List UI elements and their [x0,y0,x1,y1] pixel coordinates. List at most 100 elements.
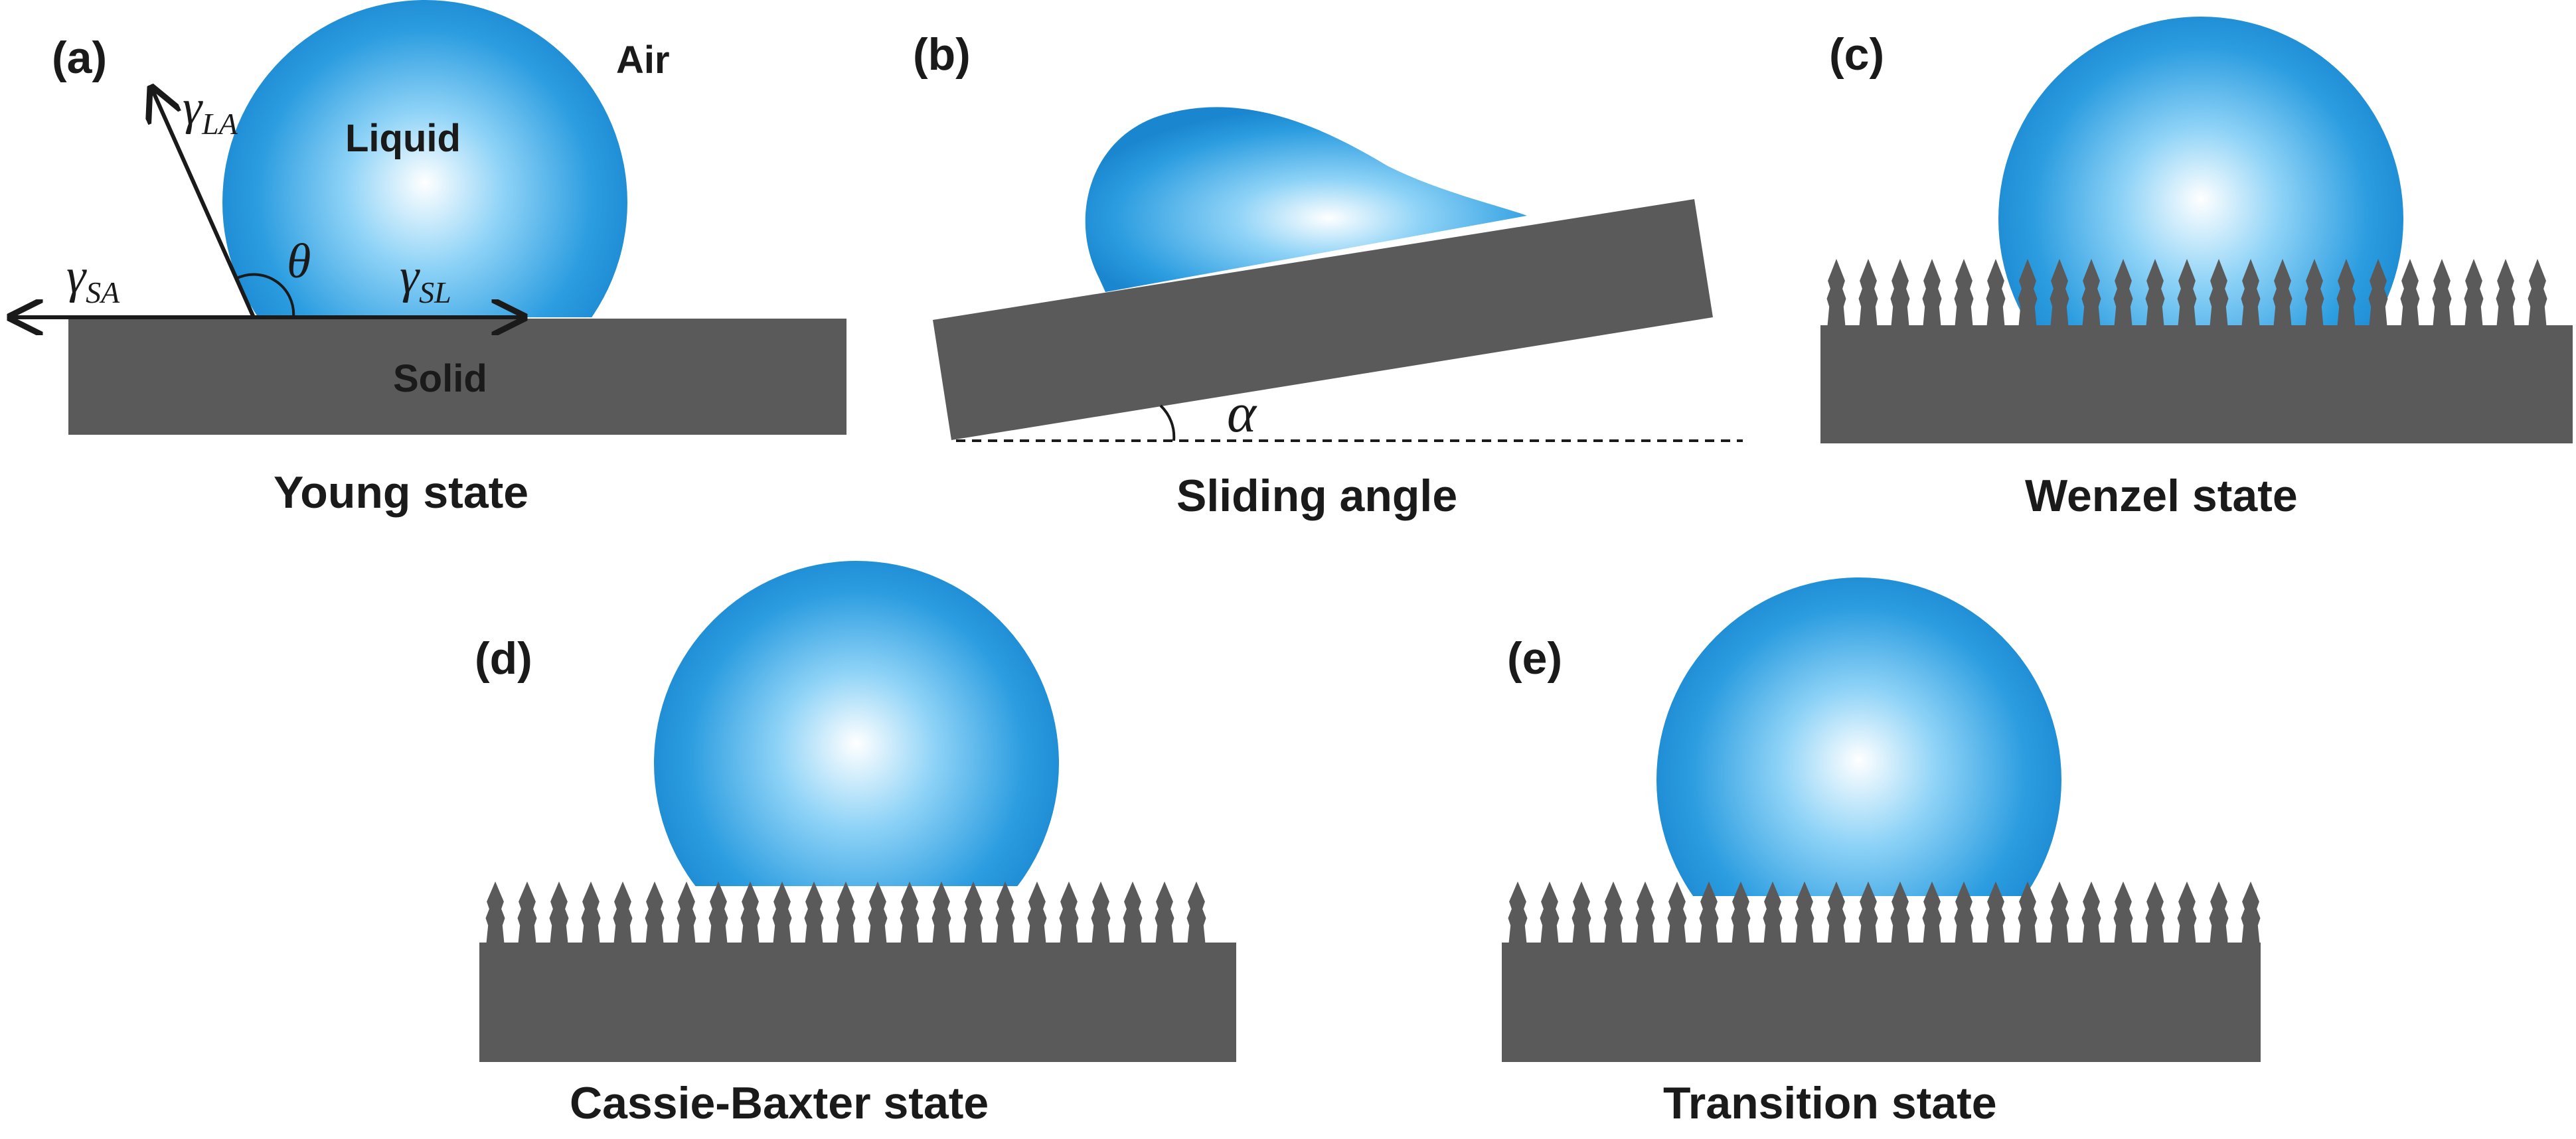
wenzel-droplet [1998,17,2403,325]
panel-d-caption: Cassie-Baxter state [570,1078,989,1128]
substrate-pillar [2050,259,2069,325]
substrate-pillar [1155,881,1174,943]
panel-b: (b) α Sliding angle [913,29,1743,521]
substrate-pillar [2336,259,2356,325]
substrate-pillar [2432,259,2452,325]
substrate-pillar [1954,259,1974,325]
substrate-pillar [2113,881,2133,943]
substrate-pillar [2145,259,2165,325]
substrate-pillar [836,881,856,943]
panel-e-label: (e) [1507,633,1562,684]
substrate-pillar [1091,881,1111,943]
substrate-pillar [995,881,1015,943]
substrate-pillar [1890,259,1910,325]
substrate-pillar [1954,881,1974,943]
substrate-pillar [2368,259,2388,325]
substrate-pillar [1763,881,1783,943]
substrate-pillar [2496,259,2516,325]
substrate-pillar [2177,259,2197,325]
transition-rough-substrate [1502,881,2261,1062]
substrate-pillar [2209,881,2229,943]
substrate-pillar [1571,881,1591,943]
substrate-pillar [1699,881,1719,943]
sliding-droplet [1085,107,1527,293]
substrate-pillar [772,881,792,943]
substrate-pillar [549,881,569,943]
panel-e-caption: Transition state [1663,1078,1997,1128]
theta-arc [235,273,295,318]
cassie-baxter-droplet [654,561,1059,886]
substrate-pillar [2464,259,2484,325]
panel-a: (a) Air Liquid Solid γLA γSA γSL θ Young… [10,0,846,518]
panel-a-caption: Young state [274,467,528,518]
substrate-pillar [740,881,760,943]
gamma-sa-symbol: γSA [66,249,120,309]
tilted-solid-substrate [933,199,1713,440]
substrate-pillar [2528,259,2547,325]
substrate-pillar [1123,881,1143,943]
substrate-pillar [2304,259,2324,325]
gamma-sl-symbol: γSL [400,249,451,309]
substrate-pillar [900,881,920,943]
substrate-pillar [1826,259,1846,325]
panel-b-caption: Sliding angle [1176,471,1457,521]
substrate-pillar [1986,259,2006,325]
air-label: Air [616,38,670,82]
substrate-pillar [931,881,951,943]
substrate-pillar [1922,881,1942,943]
liquid-label: Liquid [345,117,461,160]
substrate-pillar [1667,881,1687,943]
wenzel-rough-substrate [1820,259,2573,443]
substrate-base [479,943,1236,1062]
substrate-pillar [2241,259,2261,325]
substrate-pillar [1059,881,1079,943]
panel-e: (e) Transition state [1502,577,2261,1128]
young-solid-substrate [68,319,846,435]
substrate-pillar [1635,881,1655,943]
panel-c-caption: Wenzel state [2025,471,2298,521]
panel-d-label: (d) [475,633,532,684]
substrate-pillar [868,881,888,943]
substrate-pillar [1540,881,1560,943]
substrate-pillar [677,881,696,943]
substrate-pillar [1027,881,1047,943]
substrate-pillar [1603,881,1623,943]
panel-d: (d) Cassie-Baxter state [475,561,1236,1128]
substrate-pillar [2209,259,2229,325]
panel-c-label: (c) [1829,29,1884,80]
solid-label: Solid [393,357,487,400]
gamma-la-symbol: γLA [183,80,238,141]
substrate-pillar [485,881,505,943]
substrate-pillar [517,881,537,943]
substrate-pillar [804,881,824,943]
substrate-pillar [581,881,601,943]
substrate-pillar [2241,881,2261,943]
substrate-pillar [1986,881,2006,943]
panel-a-label: (a) [52,33,107,83]
substrate-pillar [2113,259,2133,325]
substrate-pillar [1795,881,1814,943]
substrate-pillar [963,881,983,943]
substrate-pillar [2273,259,2293,325]
substrate-pillar [1731,881,1751,943]
substrate-pillar [2145,881,2165,943]
substrate-pillar [1890,881,1910,943]
panel-b-label: (b) [913,29,971,80]
theta-symbol: θ [287,234,311,289]
transition-droplet [1656,577,2061,896]
substrate-pillar [2050,881,2069,943]
substrate-pillar [1858,259,1878,325]
substrate-pillar [1186,881,1206,943]
substrate-pillar [1922,259,1942,325]
substrate-pillar [2081,881,2101,943]
substrate-pillar [1826,881,1846,943]
substrate-pillar [2400,259,2420,325]
substrate-pillar [2018,881,2038,943]
substrate-pillar [645,881,665,943]
substrate-pillar [2177,881,2197,943]
cassie-baxter-rough-substrate [479,881,1236,1062]
alpha-symbol: α [1227,382,1257,444]
substrate-pillar [2081,259,2101,325]
substrate-pillar [708,881,728,943]
